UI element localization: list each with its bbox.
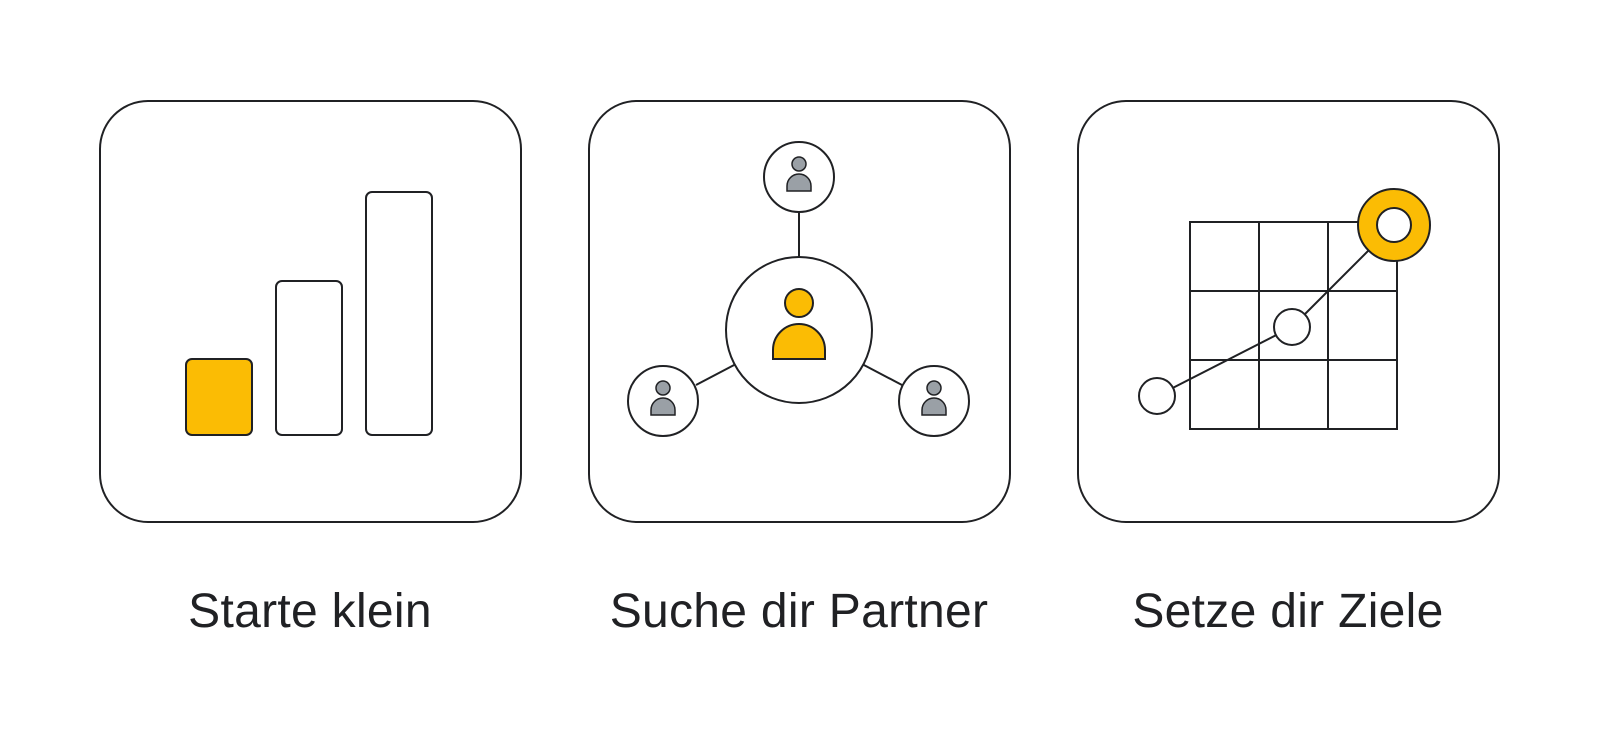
find-partners-label: Suche dir Partner [609,585,989,638]
connector-right [861,363,903,386]
start-small-label: Starte klein [188,585,432,638]
connector-left [695,363,737,386]
tall-bar [365,191,433,436]
left-person-icon [650,380,676,416]
right-person-icon [921,380,947,416]
ascending-bars-icon [99,100,522,523]
goal-target-icon [1357,188,1431,262]
mid-point [1273,308,1311,346]
top-person-icon [786,156,812,192]
start-point [1138,377,1176,415]
medium-bar [275,280,343,436]
goal-grid-icon [1077,100,1500,523]
set-goals-label: Setze dir Ziele [1132,585,1444,638]
small-bar [185,358,253,436]
start-small-card [99,100,522,523]
set-goals-card [1077,100,1500,523]
center-person-icon [772,288,826,360]
find-partners-card [588,100,1011,523]
people-network-icon [588,100,1011,523]
goal-grid [1189,221,1398,430]
